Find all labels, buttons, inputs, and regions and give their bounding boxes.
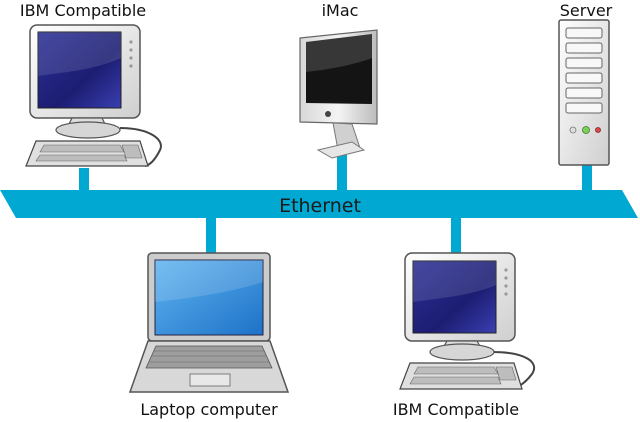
laptop-node: Laptop computer [128, 252, 290, 419]
laptop-label: Laptop computer [140, 400, 278, 419]
ethernet-bus [0, 190, 638, 218]
ibm-compatible-pc-bottom: IBM Compatible [393, 252, 535, 419]
connector-imac [337, 155, 347, 196]
desktop-pc-icon [25, 24, 162, 167]
connector-ibm-bottom [451, 215, 461, 255]
ibm-compatible-top-label: IBM Compatible [20, 1, 146, 20]
imac-label: iMac [322, 1, 359, 20]
ibm-compatible-pc-top: IBM Compatible [20, 1, 162, 167]
laptop-icon [128, 252, 290, 393]
ethernet-bus-group: Ethernet [0, 155, 638, 255]
server-node: Server [558, 1, 613, 166]
imac-node: iMac [299, 1, 378, 159]
connector-laptop [206, 215, 216, 255]
ibm-compatible-bottom-label: IBM Compatible [393, 400, 519, 419]
connector-ibm-top [79, 168, 89, 196]
desktop-pc-icon [399, 252, 535, 390]
ethernet-label: Ethernet [279, 195, 361, 217]
imac-icon [299, 29, 378, 159]
server-icon [558, 19, 610, 166]
server-label: Server [560, 1, 613, 20]
connector-server [582, 165, 592, 196]
